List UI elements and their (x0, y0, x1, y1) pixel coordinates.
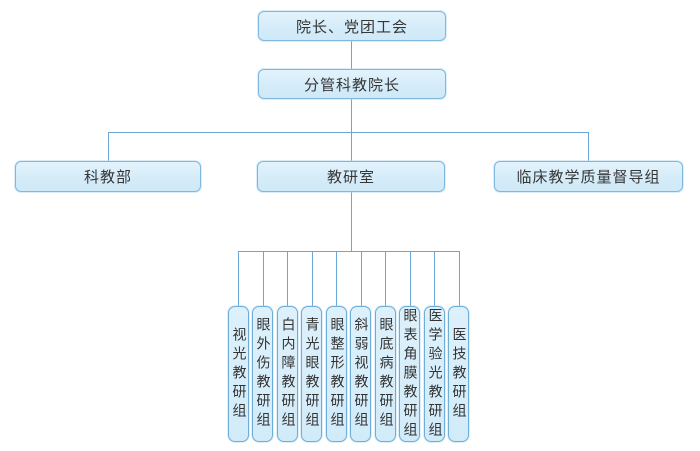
connector-drop-dept3 (588, 132, 589, 161)
connector-drop-group-2 (263, 251, 264, 306)
connector-drop-group-7 (385, 251, 386, 306)
node-science-education-dept: 科教部 (15, 161, 201, 192)
connector-drop-group-5 (336, 251, 337, 306)
node-group-fundus-disease: 眼底病教研组 (375, 306, 396, 442)
node-group-medical-technology: 医技教研组 (448, 306, 469, 442)
connector-drop-group-3 (287, 251, 288, 306)
connector-drop-dept1 (108, 132, 109, 161)
node-vice-dean-science-education: 分管科教院长 (258, 69, 446, 99)
node-teaching-research-office: 教研室 (257, 161, 445, 192)
connector-drop-dept2 (351, 132, 352, 161)
connector-drop-group-4 (312, 251, 313, 306)
node-clinical-teaching-quality-supervision: 临床教学质量督导组 (494, 161, 683, 192)
connector-drop-group-10 (459, 251, 460, 306)
connector-root-to-vice (351, 41, 352, 69)
node-group-optometry: 视光教研组 (228, 306, 249, 442)
connector-drop-group-8 (410, 251, 411, 306)
connector-drop-group-1 (238, 251, 239, 306)
node-dean-party-union: 院长、党团工会 (258, 11, 446, 41)
node-group-medical-optometry: 医学验光教研组 (424, 306, 445, 442)
connector-branch-level3 (108, 132, 588, 133)
node-group-strabismus-amblyopia: 斜弱视教研组 (350, 306, 371, 442)
node-group-glaucoma: 青光眼教研组 (301, 306, 322, 442)
connector-drop-group-9 (434, 251, 435, 306)
connector-dept2-to-branch (351, 192, 352, 251)
node-group-eye-trauma: 眼外伤教研组 (252, 306, 273, 442)
node-group-ocular-surface-cornea: 眼表角膜教研组 (399, 306, 420, 442)
connector-vice-to-branch (351, 99, 352, 132)
connector-drop-group-6 (361, 251, 362, 306)
connector-branch-groups (238, 251, 459, 252)
node-group-cataract: 白内障教研组 (277, 306, 298, 442)
node-group-oculoplastics: 眼整形教研组 (326, 306, 347, 442)
